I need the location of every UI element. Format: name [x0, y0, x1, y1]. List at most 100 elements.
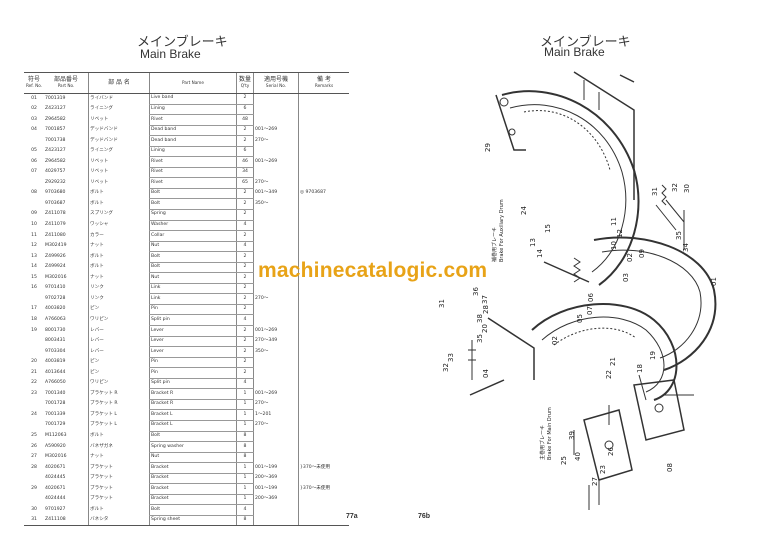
qty-cell: 8: [236, 431, 254, 443]
remarks-cell: [298, 494, 349, 505]
pin-stack: [468, 340, 476, 380]
callout-31: 31: [651, 187, 659, 196]
serial-cell: 270～: [253, 399, 299, 410]
serial-cell: [253, 283, 299, 294]
remarks-cell: [298, 336, 349, 347]
part-name-cell: Rivet: [149, 177, 237, 189]
remarks-cell: [298, 420, 349, 431]
ref-no-cell: [24, 199, 44, 210]
part-no-cell: 9701927: [45, 506, 66, 512]
serial-cell: [253, 146, 299, 157]
part-name-cell: Lever: [149, 325, 237, 337]
adjust-bolt: [543, 261, 590, 283]
part-name-cell: Link: [149, 293, 237, 305]
remarks-cell: [298, 346, 349, 358]
callout-26: 26: [607, 447, 615, 456]
callout-07: 07: [586, 306, 594, 315]
qty-cell: 6: [236, 146, 254, 158]
qty-cell: 2: [236, 293, 254, 305]
callout-09: 09: [638, 249, 646, 258]
part-no-cell: 7001728: [45, 401, 66, 407]
serial-cell: 200～369: [253, 473, 299, 484]
ref-no-cell: 11: [31, 232, 37, 238]
callout-37: 37: [481, 295, 489, 304]
part-name-jp-cell: ボルト: [88, 198, 150, 210]
part-name-cell: Lever: [149, 346, 237, 358]
serial-cell: [253, 262, 299, 273]
part-name-cell: Bracket: [149, 483, 237, 495]
qty-cell: 6: [236, 104, 254, 116]
ref-no-cell: [24, 473, 44, 484]
qty-cell: 2: [236, 125, 254, 137]
remarks-cell: [298, 93, 349, 105]
part-name-jp-cell: ピン: [88, 367, 150, 379]
serial-cell: [253, 304, 299, 315]
qty-cell: 4: [236, 220, 254, 232]
ref-no-cell: [24, 136, 44, 147]
callout-14: 14: [536, 249, 544, 258]
part-name-jp-cell: ブラケット: [88, 494, 150, 505]
part-name-cell: Lever: [149, 336, 237, 348]
ref-no-cell: 09: [31, 211, 37, 217]
remarks-cell: [298, 104, 349, 115]
ref-no-cell: 28: [31, 464, 37, 470]
part-name-cell: Rivet: [149, 114, 237, 126]
main-brake-band: [531, 303, 678, 401]
svg-text:補巻用ブレーキ: 補巻用ブレーキ: [491, 227, 498, 262]
part-no-cell: Z964582: [45, 116, 66, 122]
col-qty: 数量 Q'ty: [236, 72, 254, 94]
aux-brake-band: [501, 90, 640, 286]
qty-cell: 1: [236, 494, 254, 506]
part-name-jp-cell: バネザガネ: [88, 441, 150, 453]
col-part-no: 部品番号 Part No.: [44, 72, 89, 94]
part-no-cell: M302016: [45, 274, 67, 280]
part-name-jp-cell: カラー: [88, 230, 150, 242]
part-name-cell: Washer: [149, 220, 237, 232]
serial-cell: 001～269: [253, 125, 299, 136]
qty-cell: 1: [236, 399, 254, 411]
serial-cell: 200～369: [253, 494, 299, 505]
part-name-jp-cell: レバー: [88, 325, 150, 337]
serial-cell: 350～: [253, 346, 299, 358]
ref-no-cell: 12: [31, 243, 37, 249]
remarks-cell: [298, 156, 349, 168]
serial-cell: [253, 504, 299, 516]
part-no-cell: Z411080: [45, 232, 66, 238]
left-title-jp: メインブレーキ: [137, 35, 228, 50]
part-no-cell: Z964582: [45, 158, 66, 164]
part-no-cell: 7001339: [45, 411, 66, 417]
part-name-jp-cell: ピン: [88, 357, 150, 368]
callout-35: 35: [476, 334, 484, 343]
part-name-jp-cell: リンク: [88, 283, 150, 294]
callout-36: 36: [472, 287, 480, 296]
qty-cell: 4: [236, 241, 254, 253]
callout-10: 10: [610, 241, 618, 250]
remarks-cell: [298, 441, 349, 453]
part-name-cell: Bolt: [149, 198, 237, 210]
remarks-cell: [298, 378, 349, 389]
part-name-jp-cell: ブラケット: [88, 473, 150, 484]
part-no-cell: 4024444: [45, 496, 66, 502]
part-no-cell: 8001730: [45, 327, 66, 333]
right-title-en: Main Brake: [544, 45, 605, 59]
ref-no-cell: 07: [31, 169, 37, 175]
callout-40: 40: [574, 452, 582, 461]
serial-cell: 270～: [253, 177, 299, 189]
qty-cell: 2: [236, 357, 254, 369]
ref-no-cell: 29: [31, 485, 37, 491]
svg-text:Brake For Auxiliary Drum: Brake For Auxiliary Drum: [499, 199, 505, 262]
part-no-cell: 7001340: [45, 390, 66, 396]
part-name-cell: Nut: [149, 272, 237, 284]
serial-cell: 350～: [253, 198, 299, 210]
part-name-cell: Lining: [149, 104, 237, 116]
serial-cell: [253, 167, 299, 178]
